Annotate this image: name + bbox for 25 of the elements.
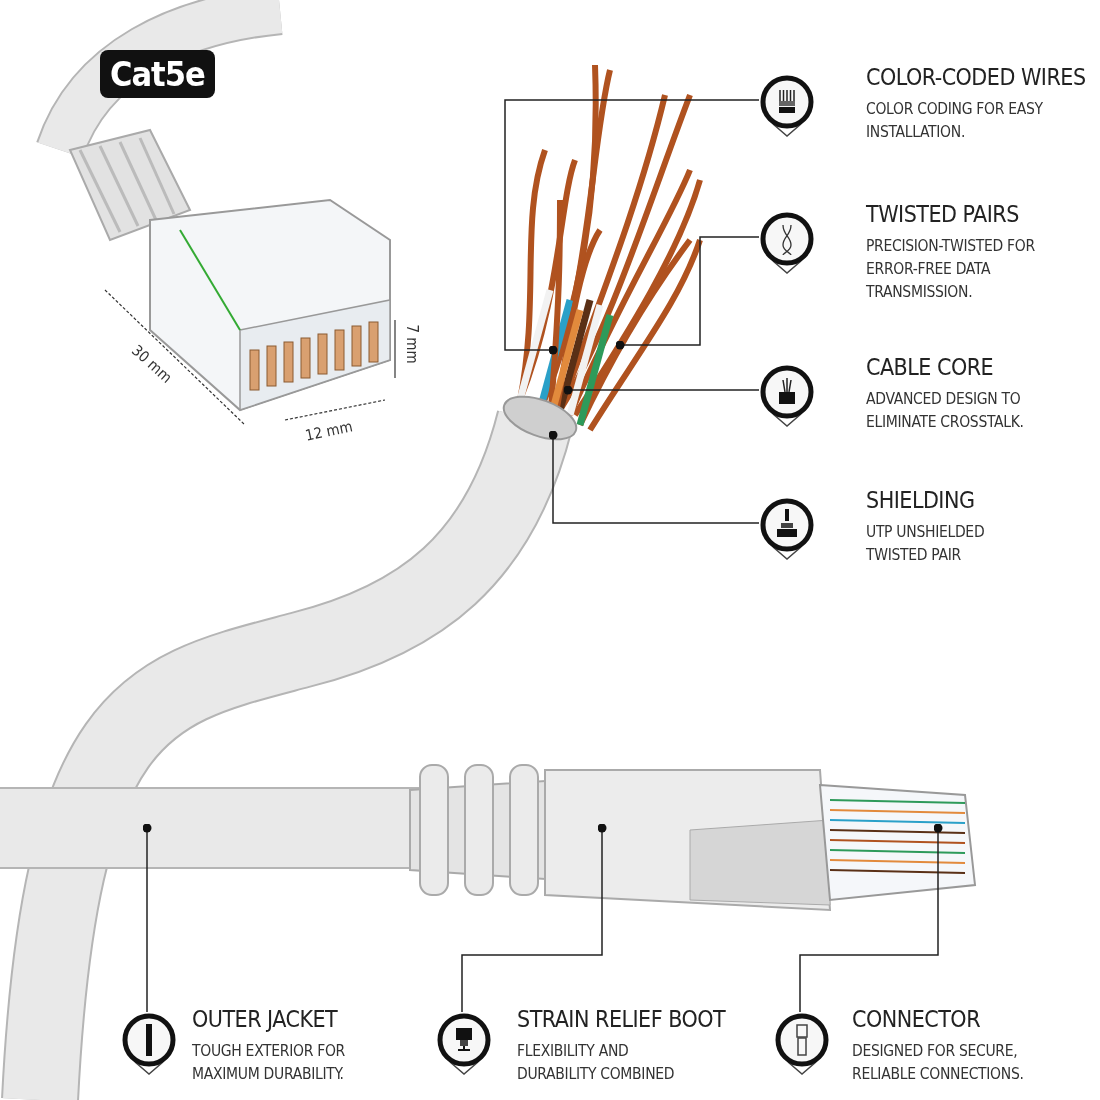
callout-description: DESIGNED FOR SECURE, RELIABLE CONNECTIONS. (852, 1041, 1025, 1085)
leader-line (615, 236, 760, 350)
callout-description: FLEXIBILITY AND DURABILITY COMBINED (517, 1041, 676, 1085)
leader-line (504, 99, 760, 355)
callout-heading: TWISTED PAIRS (866, 201, 1019, 227)
callout-heading: COLOR-CODED WIRES (866, 64, 1086, 90)
callout-description: PRECISION-TWISTED FOR ERROR-FREE DATA TRANSMISSION. (866, 236, 1036, 303)
callout-description: ADVANCED DESIGN TO ELIMINATE CROSSTALK. (866, 389, 1025, 433)
category-badge: Cat5e (100, 50, 215, 98)
leader-line (461, 823, 607, 1013)
dimension-label: 12 mm (303, 417, 355, 445)
callout-heading: STRAIN RELIEF BOOT (517, 1006, 726, 1032)
callout-description: UTP UNSHIELDED TWISTED PAIR (866, 522, 986, 566)
dimension-label: 30 mm (128, 341, 176, 387)
callout-heading: OUTER JACKET (192, 1006, 338, 1032)
leader-line (142, 823, 152, 1013)
callout-heading: CABLE CORE (866, 354, 994, 380)
leader-line (563, 385, 760, 395)
leader-line (548, 430, 760, 524)
callout-heading: CONNECTOR (852, 1006, 980, 1032)
callout-description: TOUGH EXTERIOR FOR MAXIMUM DURABILITY. (192, 1041, 346, 1085)
callout-description: COLOR CODING FOR EASY INSTALLATION. (866, 99, 1044, 143)
dimension-label: 7 mm (402, 324, 421, 364)
callout-heading: SHIELDING (866, 487, 975, 513)
leader-line (799, 823, 943, 1013)
